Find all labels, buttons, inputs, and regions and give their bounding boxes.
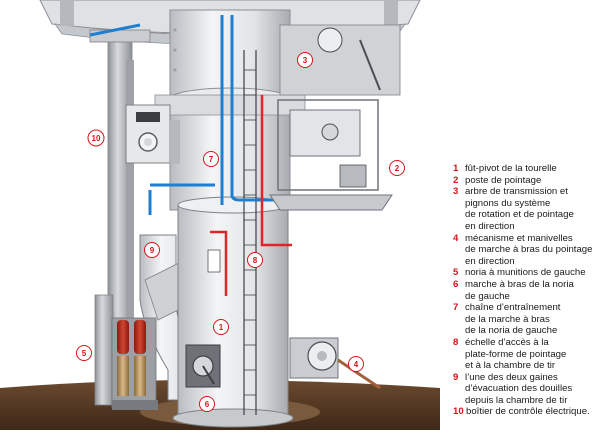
hoist-hand-crank: [185, 344, 221, 388]
legend-item-8: 8 échelle d’accès à la plate-forme de po…: [453, 337, 600, 372]
legend-item-4: 4 mécanisme et manivelles de marche à br…: [453, 233, 600, 268]
legend-item-5: 5 noria à munitions de gauche: [453, 267, 600, 279]
aiming-station: [269, 99, 393, 211]
access-ladder: [243, 50, 257, 415]
legend-label: fût-pivot de la tourelle: [465, 163, 557, 174]
svg-text:3: 3: [303, 56, 308, 65]
callout-10: 10: [87, 129, 105, 147]
svg-text:7: 7: [209, 155, 214, 164]
legend-number: 9: [453, 371, 459, 383]
legend-label: arbre de transmission et pignons du syst…: [465, 186, 574, 232]
svg-text:10: 10: [92, 134, 101, 143]
legend-number: 7: [453, 302, 459, 314]
callout-4: 4: [348, 356, 364, 372]
svg-text:5: 5: [82, 349, 87, 358]
legend-item-2: 2 poste de pointage: [453, 175, 600, 187]
legend-item-7: 7 chaîne d’entraînement de la marche à b…: [453, 302, 600, 337]
legend-label: échelle d’accès à la plate-forme de poin…: [465, 336, 567, 372]
legend-number: 4: [453, 232, 459, 244]
ammunition-hoist: [94, 294, 158, 410]
legend-number: 8: [453, 336, 459, 348]
legend-item-6: 6 marche à bras de la noria de gauche: [453, 279, 600, 302]
callout-7: 7: [203, 151, 219, 167]
svg-text:2: 2: [395, 164, 400, 173]
legend-label: l’une des deux gaines d’évacuation des d…: [465, 371, 573, 406]
callout-3: 3: [297, 52, 313, 68]
legend-item-1: 1 fût-pivot de la tourelle: [453, 163, 600, 175]
callout-2: 2: [389, 160, 405, 176]
legend-label: mécanisme et manivelles de marche à bras…: [465, 232, 593, 267]
traverse-hand-mechanism: [289, 337, 381, 390]
legend-number: 3: [453, 186, 459, 198]
callout-1: 1: [213, 319, 229, 335]
svg-text:1: 1: [219, 323, 224, 332]
legend-number: 2: [453, 174, 459, 186]
callout-6: 6: [199, 396, 215, 412]
legend-label: poste de pointage: [465, 174, 542, 186]
legend-label: chaîne d’entraînement de la marche à bra…: [465, 302, 561, 337]
legend-label: noria à munitions de gauche: [465, 267, 586, 279]
svg-text:9: 9: [150, 246, 155, 255]
callout-5: 5: [76, 345, 92, 361]
callout-9: 9: [144, 242, 160, 258]
legend-item-10: 10 boîtier de contrôle électrique.: [453, 406, 600, 418]
legend-label: marche à bras de la noria de gauche: [465, 278, 574, 302]
turret-pivot-shaft: [172, 196, 294, 428]
svg-text:4: 4: [354, 360, 359, 369]
legend-number: 5: [453, 267, 459, 279]
legend-number: 1: [453, 163, 459, 174]
svg-text:8: 8: [253, 256, 258, 265]
legend: 1 fût-pivot de la tourelle 2 poste de po…: [453, 163, 600, 418]
legend-number: 6: [453, 278, 459, 290]
central-column: [154, 9, 306, 211]
callout-8: 8: [247, 252, 263, 268]
legend-item-9: 9 l’une des deux gaines d’évacuation des…: [453, 372, 600, 407]
electrical-control-box: [125, 104, 180, 164]
svg-text:6: 6: [205, 400, 210, 409]
legend-label: boîtier de contrôle électrique.: [466, 406, 590, 418]
legend-number: 10: [453, 406, 464, 418]
legend-item-3: 3 arbre de transmission et pignons du sy…: [453, 186, 600, 232]
blue-pipes: [89, 15, 300, 215]
